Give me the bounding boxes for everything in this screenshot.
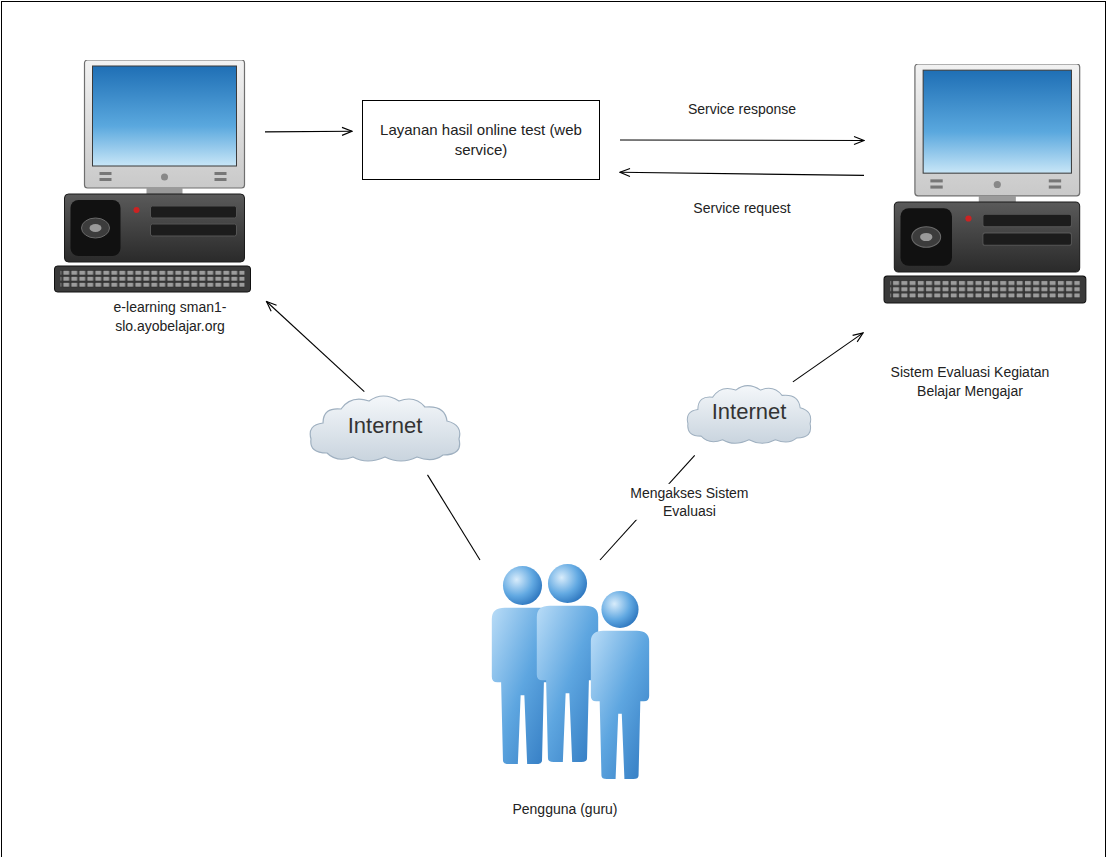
node-caption: Pengguna (guru): [470, 800, 660, 819]
service-box: Layanan hasil online test (web service): [362, 100, 600, 180]
people-icon: [492, 564, 649, 779]
computer-icon: [55, 60, 251, 292]
edge-label: Mengakses Sistem Evaluasi: [612, 484, 766, 520]
cloud-node: Internet: [305, 393, 465, 463]
connector: [428, 475, 481, 560]
edge-label: Service response: [686, 100, 798, 118]
connector: [265, 131, 352, 133]
connector: [620, 172, 864, 175]
node-caption: e-learning sman1-slo.ayobelajar.org: [80, 298, 260, 336]
node-caption: Sistem Evaluasi Kegiatan Belajar Mengaja…: [883, 363, 1058, 401]
computer-node: e-learning sman1-slo.ayobelajar.org: [40, 55, 265, 340]
connector: [267, 302, 365, 392]
cloud-label: Internet: [348, 411, 423, 445]
cloud-label: Internet: [712, 397, 787, 431]
edge-label: Service request: [691, 199, 792, 217]
service-label: Layanan hasil online test (web service): [373, 120, 589, 161]
user-node: Pengguna (guru): [470, 560, 670, 832]
computer-node: Sistem Evaluasi Kegiatan Belajar Mengaja…: [868, 60, 1100, 410]
computer-icon: [884, 64, 1086, 303]
connector: [620, 139, 864, 141]
cloud-node: Internet: [683, 383, 815, 445]
connector: [793, 333, 863, 382]
